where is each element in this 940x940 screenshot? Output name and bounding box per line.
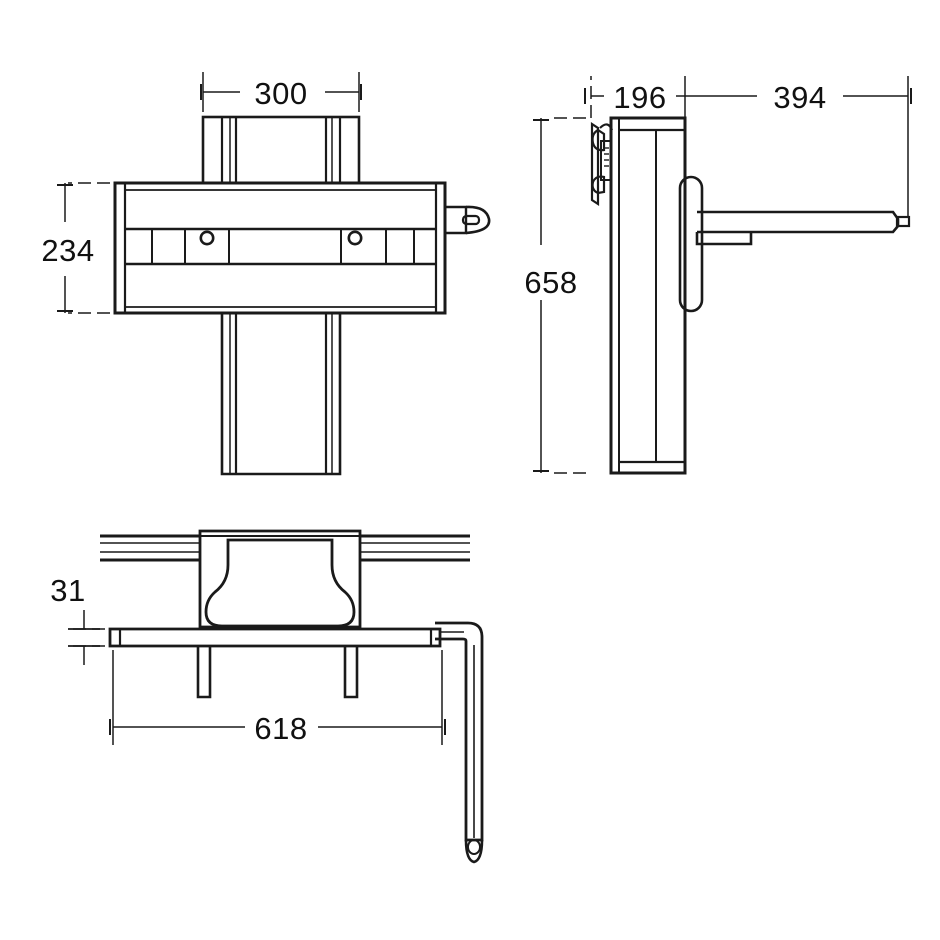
- dimension-label-618: 618: [254, 711, 307, 746]
- dimension-label-658: 658: [524, 265, 577, 300]
- front-view-lower-post: [220, 313, 342, 476]
- side-view-upper-arm: [697, 210, 911, 234]
- dimension-labels: 300 234 196 394 658 31 618: [41, 76, 826, 746]
- dimension-618: [109, 650, 446, 745]
- plan-view-wall-rail-left: [100, 534, 200, 562]
- dimension-31: [68, 610, 105, 665]
- dimension-234: [57, 182, 110, 314]
- dimension-300: [200, 72, 362, 112]
- plan-view-support-bar: [108, 627, 442, 648]
- fixing-hole-left: [199, 230, 215, 246]
- plan-view-corner-leg: [435, 621, 484, 864]
- dimension-196: [584, 76, 686, 178]
- front-view-upper-post: [201, 115, 361, 185]
- side-view: [533, 76, 912, 475]
- front-view: [57, 72, 491, 476]
- dimension-394: [685, 76, 912, 217]
- dimension-label-394: 394: [773, 80, 826, 115]
- plan-view-legs: [196, 646, 359, 699]
- plan-view: [68, 529, 484, 864]
- dimension-label-234: 234: [41, 233, 94, 268]
- plan-view-body-profile: [204, 538, 356, 628]
- dimension-label-300: 300: [254, 76, 307, 111]
- side-view-body-column: [609, 116, 687, 475]
- dimension-label-31: 31: [50, 573, 85, 608]
- front-view-latch-detail: [445, 205, 491, 235]
- dimension-label-196: 196: [613, 80, 666, 115]
- front-view-body: [113, 181, 447, 315]
- plan-view-mounting-block: [198, 529, 362, 629]
- side-view-lower-arm: [695, 232, 753, 246]
- side-view-wall-rail-profile: [590, 121, 614, 207]
- plan-view-wall-rail-right: [360, 534, 470, 562]
- dimension-658: [533, 117, 586, 474]
- fixing-hole-right: [347, 230, 363, 246]
